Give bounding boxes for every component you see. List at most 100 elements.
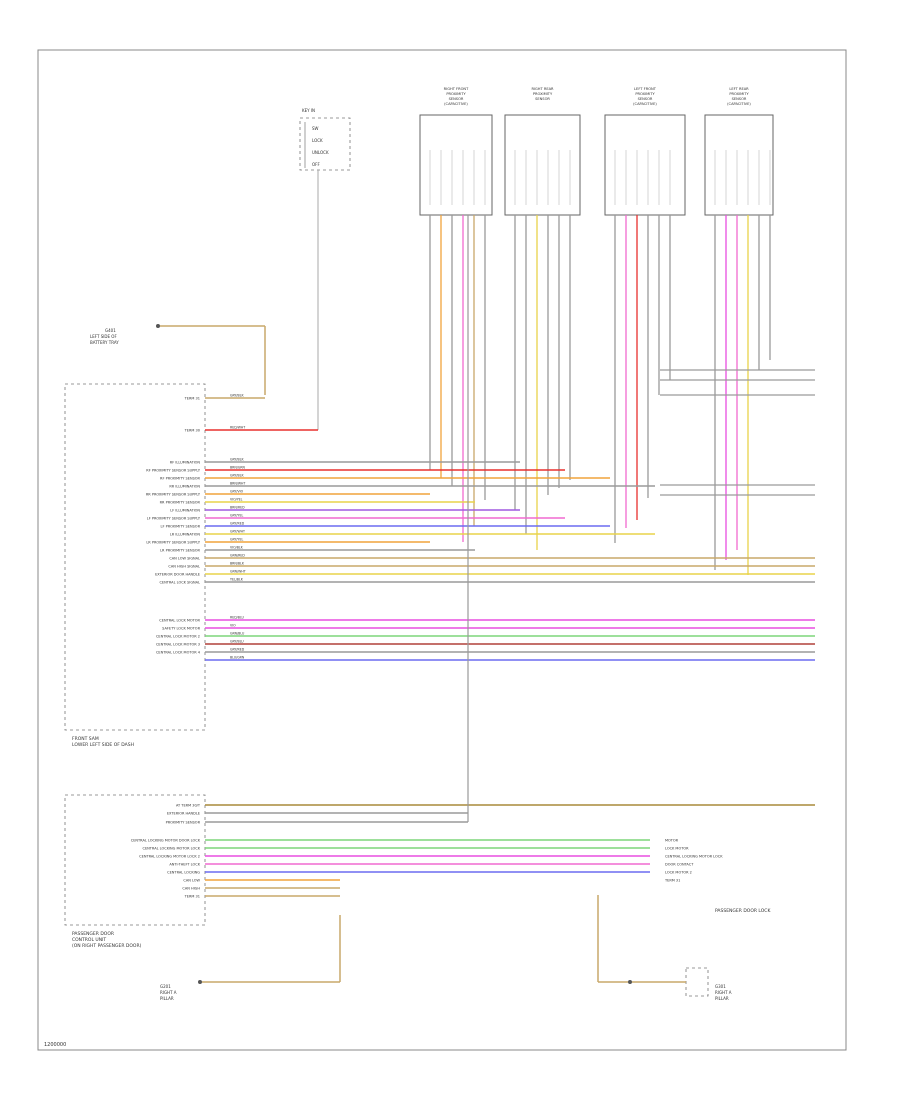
pass-right-pin-label: LOCK MOTOR 2 [665, 871, 692, 875]
driver-wire-label: YEL/BLK [230, 578, 244, 582]
driver-wire-label: GRY/YEL [230, 514, 243, 518]
ground-bl-line-2: PILLAR [160, 996, 174, 1001]
driver-pin-label: RF ILLUMINATION [170, 461, 201, 465]
sensor-modules: RIGHT FRONTPROXIMITYSENSOR(CAPACITIVE)RI… [419, 87, 774, 216]
module-label-right-rear-sensor: SENSOR [535, 97, 550, 101]
driver-pin-label: TERM 30 [184, 429, 200, 433]
pass-pin-label: CENTRAL LOCKING MOTOR LOCK 2 [139, 855, 200, 859]
module-label-left-front-sensor: PROXIMITY [635, 92, 655, 96]
ground-bl-line-0: G201 [160, 984, 171, 989]
footer-code: 1200000 [44, 1042, 66, 1048]
pass-pin-label: CAN LOW [183, 879, 200, 883]
pass-pin-label: CENTRAL LOCKING MOTOR DOOR LOCK [131, 839, 201, 843]
driver-pin-label: CENTRAL LOCK MOTOR 4 [156, 651, 201, 655]
ground-top-terminal [156, 324, 160, 328]
pin-labels: TERM 31 TERM 30 RF ILLUMINATION RF PROXIMIT… [131, 394, 723, 899]
driver-wire-label: GRY/VIO [230, 490, 244, 494]
passenger-unit-outline [64, 794, 206, 926]
pass-unit-line-1: CONTROL UNIT [72, 937, 106, 943]
ground-bottom-left: G201 RIGHT A PILLAR [160, 915, 341, 1001]
driver-wire-label: GRY/RED [230, 522, 245, 526]
module-label-right-rear-sensor: PROXIMITY [533, 92, 553, 96]
driver-pin-label: RR PROXIMITY SENSOR [160, 501, 201, 505]
module-label-left-front-sensor: LEFT FRONT [634, 87, 657, 91]
driver-pin-label: CENTRAL LOCK SIGNAL [159, 581, 200, 585]
diagram-frame [37, 49, 847, 1051]
pass-pin-label: CAN HIGH [182, 887, 200, 891]
driver-wire-label: GRY/BLU [230, 640, 244, 644]
driver-unit-line-0: FRONT SAM [72, 736, 99, 742]
driver-wire-label: GRY/RED [230, 648, 245, 652]
ground-bl-line-1: RIGHT A [160, 990, 177, 995]
driver-wire-label: GRN/BLU [230, 632, 245, 636]
driver-wire-label: RED/WHT [230, 426, 245, 430]
driver-pin-label: CENTRAL LOCK MOTOR [159, 619, 200, 623]
driver-pin-label: CENTRAL LOCK MOTOR 3 [156, 643, 200, 647]
driver-pin-label: RR ILLUMINATION [169, 485, 200, 489]
pass-pin-label: ANTI-THEFT LOCK [169, 863, 200, 867]
driver-wire-label: VIO/BLK [230, 546, 244, 550]
driver-pin-label: CENTRAL LOCK MOTOR 2 [156, 635, 200, 639]
driver-pin-label: EXTERIOR DOOR HANDLE [155, 573, 200, 577]
module-label-right-front-sensor: RIGHT FRONT [444, 87, 469, 91]
driver-unit-line-1: LOWER LEFT SIDE OF DASH [72, 742, 134, 748]
module-label-right-front-sensor: SENSOR [449, 97, 464, 101]
driver-pin-label: LF PROXIMITY SENSOR [161, 525, 201, 529]
key-switch: KEY IN SW LOCK UNLOCK OFF [299, 108, 351, 430]
driver-wire-label: GRY/WHT [230, 530, 245, 534]
driver-pin-label: LF ILLUMINATION [170, 509, 200, 513]
module-label-left-rear-sensor: PROXIMITY [729, 92, 749, 96]
driver-wire-label: GRY/BLK [230, 474, 244, 478]
driver-pin-label: SAFETY LOCK MOTOR [162, 627, 200, 631]
pass-right-pin-label: DOOR CONTACT [665, 863, 694, 867]
driver-wire-label: GRY/BLK [230, 458, 244, 462]
pass-right-pin-label: CENTRAL LOCKING MOTOR LOCK [665, 855, 723, 859]
module-box-right-rear-sensor [504, 114, 581, 216]
module-label-left-rear-sensor: (CAPACITIVE) [727, 102, 751, 106]
pass-pin-label: CENTRAL LOCKING [167, 871, 200, 875]
driver-pin-label: CAN LOW SIGNAL [169, 557, 200, 561]
driver-wire-label: BRN/GRN [230, 466, 246, 470]
pass-right-pin-label: LOCK MOTOR [665, 847, 689, 851]
driver-wire-label: GRY/BLK [230, 394, 244, 398]
driver-wire-label: BRN/WHT [230, 482, 245, 486]
module-label-right-rear-sensor: RIGHT REAR [531, 87, 554, 91]
driver-pin-label: CAN HIGH SIGNAL [168, 565, 200, 569]
key-box-line-4: OFF [312, 162, 320, 167]
driver-wire-label: GRN/RED [230, 554, 245, 558]
ground-br-line-0: G301 [715, 984, 726, 989]
pass-right-pin-label: TERM 31 [664, 879, 680, 883]
pass-pin-label: AT TERM 30/T [176, 804, 201, 808]
pass-pin-label: CENTRAL LOCKING MOTOR LOCK [143, 847, 201, 851]
pass-unit-right-label: PASSENGER DOOR LOCK [715, 908, 771, 914]
wire-harness [205, 215, 815, 897]
module-label-left-rear-sensor: LEFT REAR [729, 87, 749, 91]
ground-bottom-right: G301 RIGHT A PILLAR [597, 895, 732, 1001]
key-box-line-3: UNLOCK [312, 150, 329, 155]
driver-wire-label: VIO [230, 624, 236, 628]
driver-pin-label: RF PROXIMITY SENSOR SUPPLY [146, 469, 201, 473]
driver-wire-label: BRN/RED [230, 506, 245, 510]
driver-wire-label: VIO/YEL [230, 498, 243, 502]
ground-br-line-2: PILLAR [715, 996, 729, 1001]
driver-pin-label: LF PROXIMITY SENSOR SUPPLY [147, 517, 201, 521]
pass-unit-line-0: PASSENGER DOOR [72, 931, 114, 937]
key-box-title: KEY IN [302, 108, 315, 113]
front-sam-outline [64, 383, 206, 731]
driver-pin-label: LR PROXIMITY SENSOR [160, 549, 200, 553]
driver-wire-label: GRN/WHT [230, 570, 246, 574]
driver-pin-label: LR ILLUMINATION [170, 533, 201, 537]
ground-br-line-1: RIGHT A [715, 990, 732, 995]
ground-top-line-1: LEFT SIDE OF [90, 334, 117, 339]
pass-pin-label: EXTERIOR HANDLE [167, 812, 200, 816]
module-label-left-front-sensor: (CAPACITIVE) [633, 102, 657, 106]
ground-top-line-0: G401 [105, 328, 116, 333]
pass-unit-line-2: (ON RIGHT PASSENGER DOOR) [72, 943, 142, 949]
ground-top: G401 LEFT SIDE OF BATTERY TRAY [90, 324, 266, 395]
module-label-right-front-sensor: (CAPACITIVE) [444, 102, 468, 106]
pass-pin-label: PROXIMITY SENSOR [166, 821, 201, 825]
